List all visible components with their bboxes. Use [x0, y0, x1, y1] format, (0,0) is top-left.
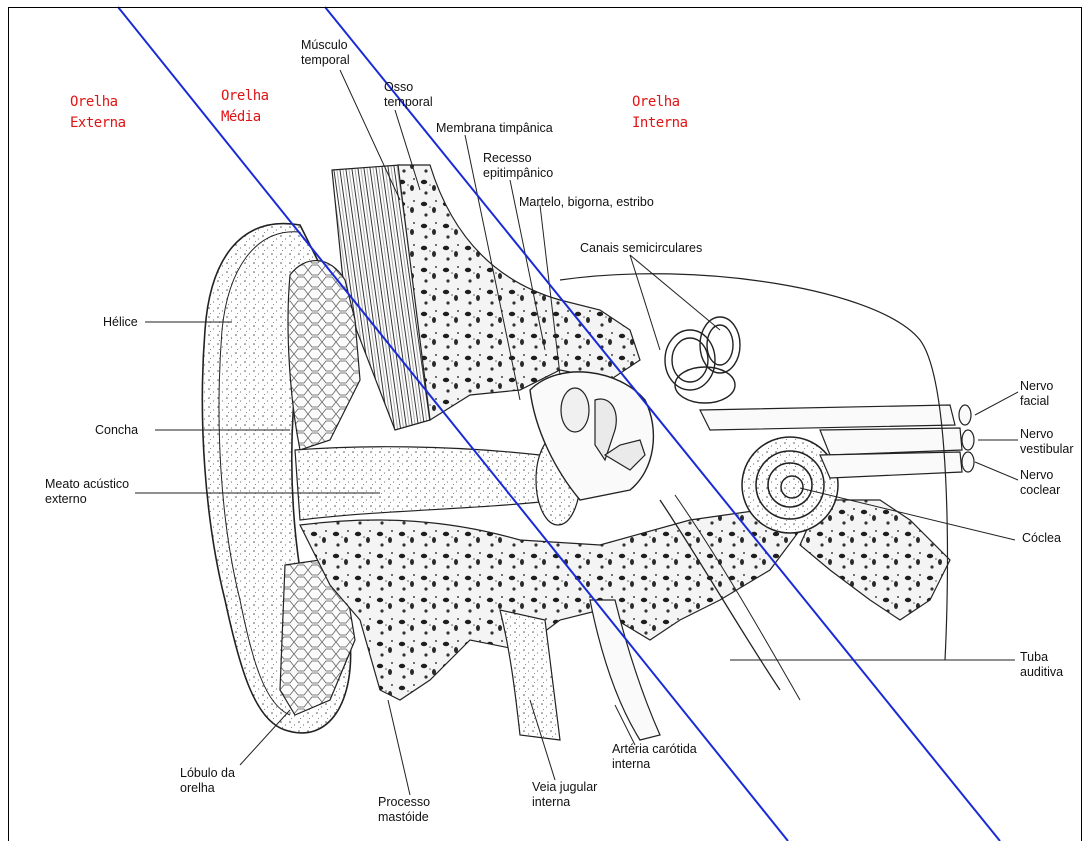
label-membrana-timpanica: Membrana timpânica [436, 121, 553, 136]
region-internal-ear: Orelha Interna [632, 92, 688, 134]
cochlea [742, 437, 838, 533]
malleus [561, 388, 589, 432]
label-coclea: Cóclea [1022, 531, 1061, 546]
region-middle-ear: Orelha Média [221, 86, 269, 128]
label-ossiculos: Martelo, bigorna, estribo [519, 195, 654, 210]
jugular-vein [500, 610, 560, 740]
region-external-ear: Orelha Externa [70, 92, 126, 134]
label-canais-semicirculares: Canais semicirculares [580, 241, 702, 256]
label-concha: Concha [95, 423, 138, 438]
nerve-bundle [700, 405, 974, 478]
semicircular-canals [665, 317, 740, 403]
label-helice: Hélice [103, 315, 138, 330]
